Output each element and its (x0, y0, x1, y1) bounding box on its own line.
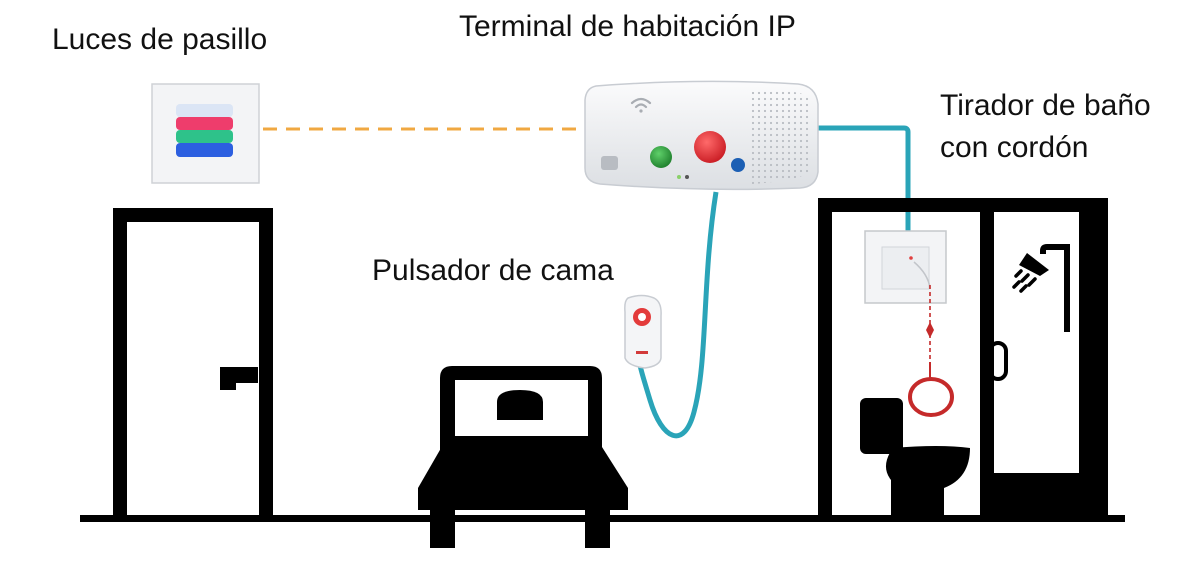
terminal-bathroom-cable (818, 125, 911, 234)
label-corridor-lights: Luces de pasillo (52, 23, 268, 56)
alarm-button (694, 131, 726, 163)
door-icon (113, 208, 273, 518)
shower-enclosure (980, 212, 1094, 518)
label-bathroom-pull-line2: con cordón (940, 131, 1089, 164)
wifi-icon (630, 97, 652, 113)
bed-push-button (624, 294, 662, 369)
bed-button-cable (635, 191, 719, 439)
bed-icon (418, 366, 628, 548)
label-bed-button: Pulsador de cama (372, 254, 614, 287)
label-room-terminal: Terminal de habitación IP (459, 10, 796, 43)
shower-icon (1012, 244, 1070, 332)
corridor-light (151, 83, 260, 184)
accept-button (650, 146, 672, 168)
toilet-icon (860, 398, 970, 515)
status-button (731, 158, 745, 172)
label-bathroom-pull-line1: Tirador de baño (940, 89, 1151, 122)
bathroom-pull-cord (864, 230, 954, 417)
ip-room-terminal (584, 80, 819, 191)
